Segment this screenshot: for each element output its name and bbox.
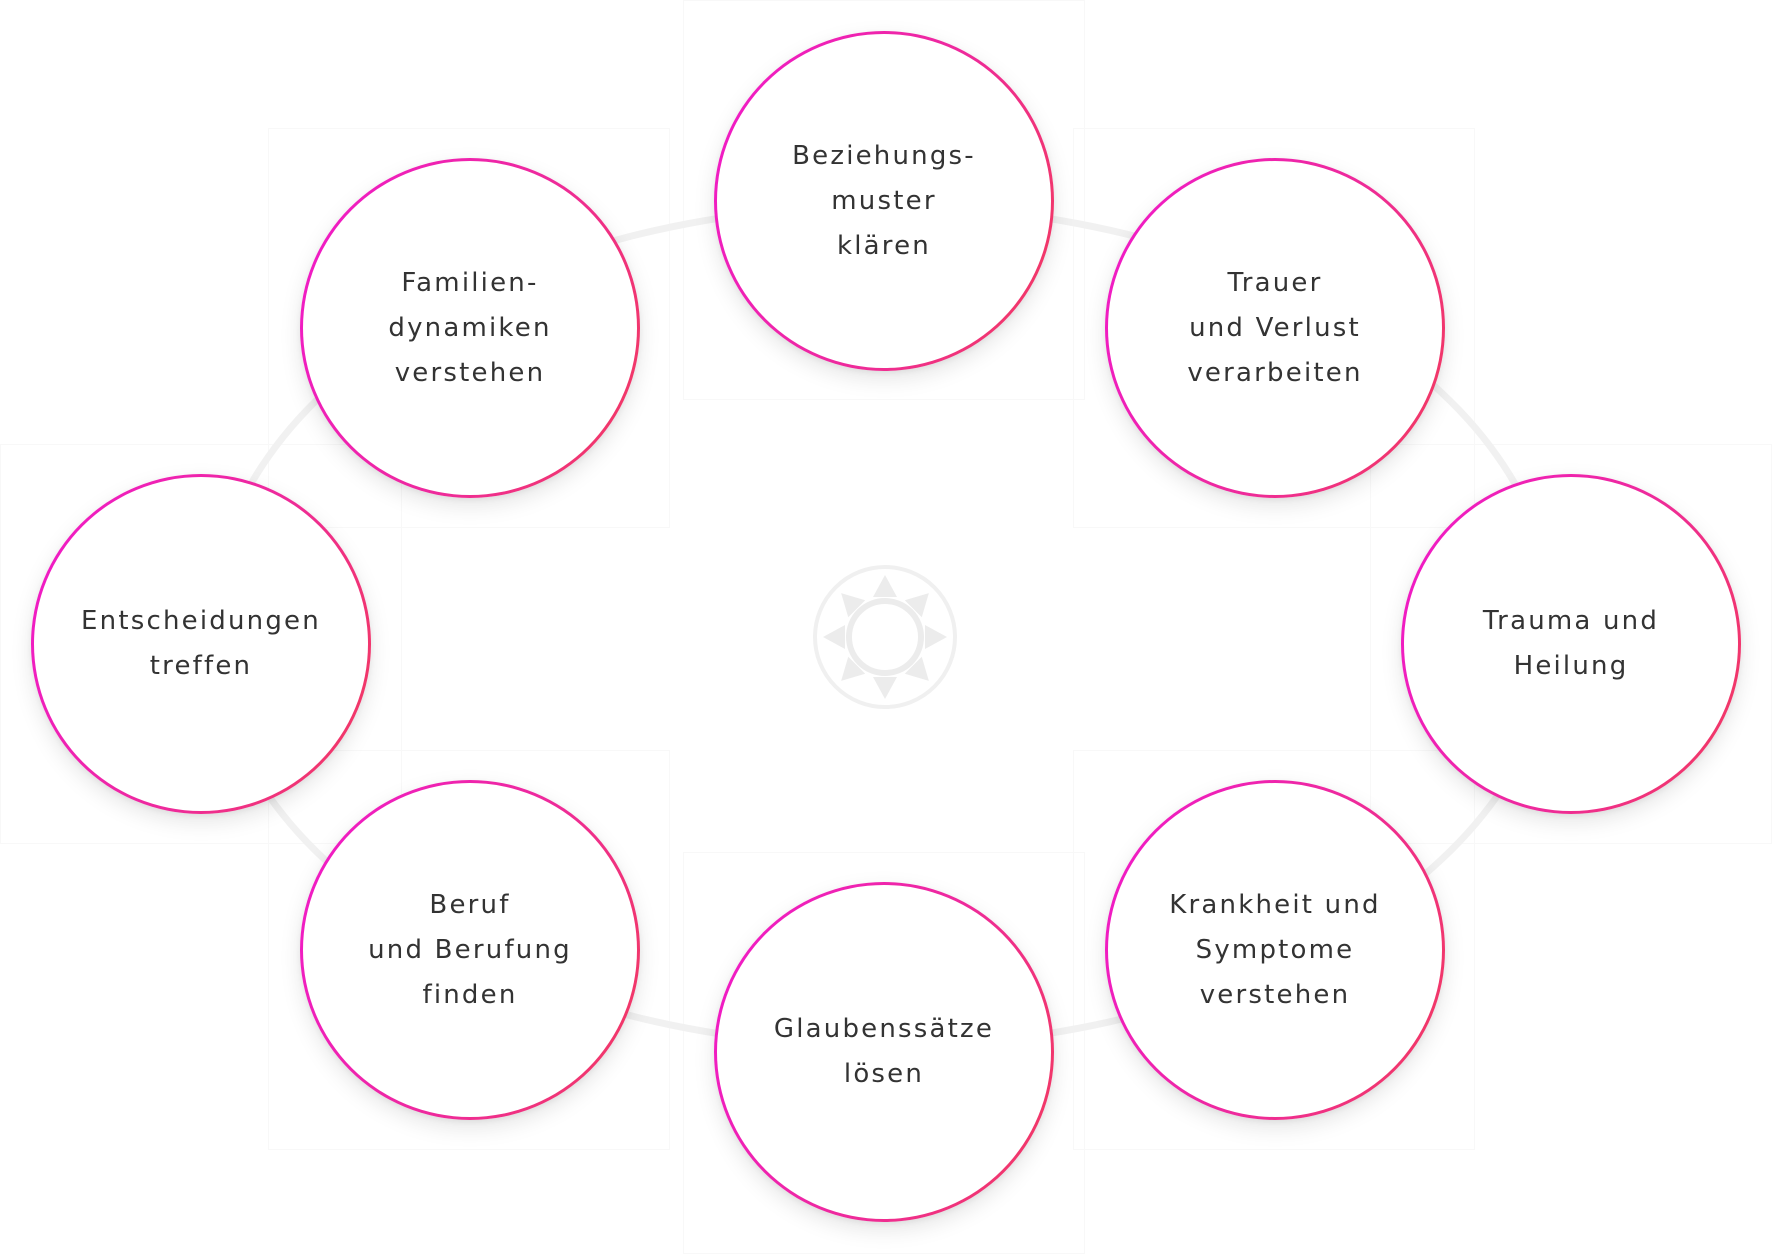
node-label: Trauer und Verlust verarbeiten xyxy=(1187,267,1363,388)
node-label: Trauma und Heilung xyxy=(1482,606,1660,681)
node-glaubenssaetze[interactable]: Glaubenssätze lösen xyxy=(714,882,1054,1222)
node-beziehungsmuster[interactable]: Beziehungs- muster klären xyxy=(714,31,1054,371)
node-label: Glaubenssätze lösen xyxy=(773,1014,995,1089)
sun-icon xyxy=(813,565,957,709)
node-label: Entscheidungen treffen xyxy=(81,606,321,681)
node-trauer[interactable]: Trauer und Verlust verarbeiten xyxy=(1105,158,1445,498)
node-label: Beruf und Berufung finden xyxy=(368,889,572,1010)
node-familiendynamiken[interactable]: Familien- dynamiken verstehen xyxy=(300,158,640,498)
node-trauma[interactable]: Trauma und Heilung xyxy=(1401,474,1741,814)
node-label: Familien- dynamiken verstehen xyxy=(388,267,552,388)
node-krankheit[interactable]: Krankheit und Symptome verstehen xyxy=(1105,780,1445,1120)
node-entscheidungen[interactable]: Entscheidungen treffen xyxy=(31,474,371,814)
node-label: Beziehungs- muster klären xyxy=(792,140,976,261)
node-beruf[interactable]: Beruf und Berufung finden xyxy=(300,780,640,1120)
node-label: Krankheit und Symptome verstehen xyxy=(1169,889,1381,1010)
